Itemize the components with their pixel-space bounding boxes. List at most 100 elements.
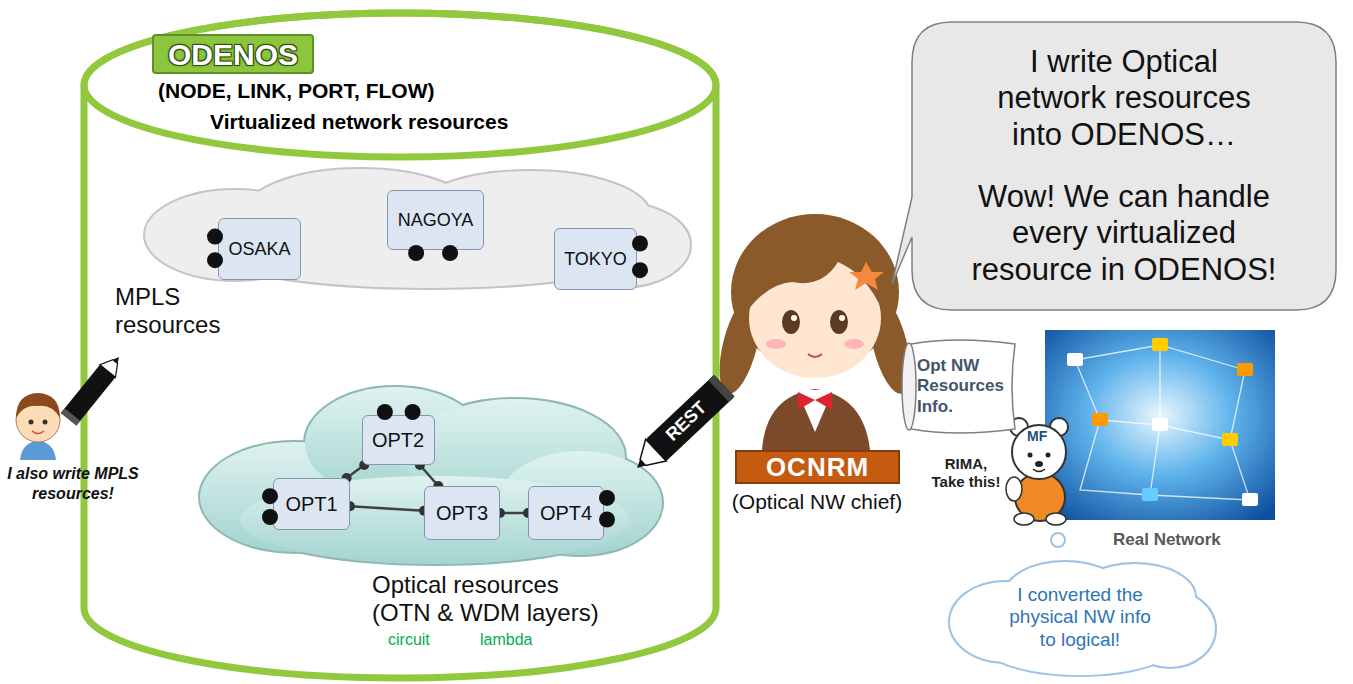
bear-foot bbox=[1046, 513, 1066, 525]
city-node: OSAKA bbox=[218, 218, 301, 280]
picture-caption: Real Network bbox=[1113, 530, 1221, 550]
bear-eye bbox=[1028, 453, 1033, 458]
bear-mouth bbox=[1033, 469, 1045, 472]
port-dot bbox=[207, 229, 223, 245]
girl-eye-shine bbox=[791, 315, 797, 321]
port-dot bbox=[207, 252, 223, 268]
cylinder-body bbox=[84, 13, 716, 678]
cloud-fill bbox=[240, 476, 630, 564]
bear-nose bbox=[1035, 461, 1043, 467]
rest-pencil bbox=[627, 375, 735, 479]
node-label: Optical resources (OTN & WDM layers) bbox=[372, 571, 612, 627]
link-line bbox=[350, 506, 424, 510]
port-dot bbox=[599, 490, 615, 506]
girl-mouth bbox=[808, 354, 822, 357]
boy-shirt bbox=[20, 441, 56, 460]
port-dot bbox=[632, 236, 648, 252]
network-links bbox=[1075, 345, 1250, 500]
pencil-body bbox=[646, 375, 735, 461]
port-dot bbox=[632, 262, 648, 278]
thought-dot bbox=[1051, 533, 1065, 547]
port-dot bbox=[405, 404, 421, 420]
speech-note: RIMA, Take this! bbox=[928, 455, 1004, 491]
network-icon bbox=[1152, 338, 1168, 351]
girl-blush bbox=[766, 339, 786, 349]
node-label: OPT2 bbox=[372, 429, 424, 452]
node-label: OCNRM bbox=[766, 452, 869, 483]
bubble-body bbox=[892, 22, 1336, 310]
node-label: Virtualized network resources bbox=[210, 109, 508, 134]
node-label: ODENOS bbox=[168, 38, 298, 71]
girl-ribbon bbox=[815, 392, 832, 410]
node-label: Wow! We can handle every virtualized res… bbox=[952, 179, 1297, 288]
pencil-wood bbox=[100, 355, 123, 377]
database-cylinder: (NODE, LINK, PORT, FLOW) Virtualized netw… bbox=[80, 8, 720, 682]
girl-shirt bbox=[797, 390, 833, 432]
port-dot bbox=[408, 245, 424, 261]
pencil-end bbox=[708, 375, 734, 402]
network-icon bbox=[1152, 418, 1168, 431]
girl-eye bbox=[782, 310, 800, 334]
scroll-roll bbox=[902, 343, 916, 430]
network-icon bbox=[1237, 363, 1253, 376]
boy-hair bbox=[16, 393, 60, 418]
pencil-lead bbox=[113, 355, 121, 363]
network-icon bbox=[1067, 353, 1083, 366]
node-label: Opt NW Resources Info. bbox=[917, 356, 1012, 416]
bear-foot bbox=[1014, 513, 1034, 525]
network-icon bbox=[1092, 413, 1108, 426]
node-label: I write Optical network resources into O… bbox=[984, 44, 1264, 153]
port-dot bbox=[442, 245, 458, 261]
node-label: OPT3 bbox=[436, 502, 488, 525]
girl-blush bbox=[844, 339, 864, 349]
optical-cloud: Optical resources (OTN & WDM layers) OPT2… bbox=[195, 385, 665, 640]
girl-blazer bbox=[762, 389, 870, 450]
network-icon bbox=[1222, 433, 1238, 446]
node-label: MPLS resources bbox=[115, 283, 225, 339]
city-node: TOKYO bbox=[554, 228, 637, 290]
odenos-badge: ODENOS bbox=[152, 34, 314, 74]
node-label: (NODE, LINK, PORT, FLOW) bbox=[158, 78, 434, 103]
network-icon bbox=[1242, 493, 1258, 506]
document-scroll: Opt NW Resources Info. bbox=[893, 338, 1020, 435]
girl-eye bbox=[830, 310, 848, 334]
port-dot bbox=[262, 488, 278, 504]
node-label: OPT1 bbox=[285, 493, 337, 516]
port-dot bbox=[262, 509, 278, 525]
role-caption: (Optical NW chief) bbox=[732, 490, 902, 514]
network-picture bbox=[1045, 330, 1275, 520]
node-label: OPT4 bbox=[540, 502, 592, 525]
pencil-wood bbox=[633, 439, 667, 473]
girl-eye-shine bbox=[839, 315, 845, 321]
node-label: TOKYO bbox=[564, 249, 627, 270]
mascot-mark: MF bbox=[1027, 428, 1047, 444]
pencil-end bbox=[61, 408, 80, 425]
pencil bbox=[61, 351, 127, 426]
cylinder-top bbox=[84, 13, 716, 157]
bear-arm bbox=[1006, 477, 1022, 501]
girl-bangs bbox=[748, 230, 882, 310]
mpls-cloud: MPLS resources OSAKA NAGOYA TOKYO bbox=[110, 165, 695, 343]
optical-node: OPT2 bbox=[362, 415, 435, 465]
girl-ribbon bbox=[798, 392, 815, 410]
network-icon bbox=[1142, 488, 1158, 501]
bear-head bbox=[1012, 425, 1066, 479]
city-node: NAGOYA bbox=[387, 190, 484, 250]
role-badge: OCNRM bbox=[735, 450, 900, 484]
port-dot bbox=[377, 404, 393, 420]
boy-eye bbox=[43, 420, 48, 425]
boy-eye bbox=[29, 420, 34, 425]
port-dot bbox=[599, 511, 615, 527]
cloud-edge bbox=[240, 476, 630, 564]
node-label: OSAKA bbox=[228, 239, 290, 260]
node-label: I converted the physical NW info to logi… bbox=[1000, 584, 1160, 651]
optical-node: OPT4 bbox=[528, 486, 604, 540]
node-label: NAGOYA bbox=[398, 210, 474, 231]
bear-eye bbox=[1046, 453, 1051, 458]
girl-hair-clip bbox=[849, 262, 884, 290]
boy-mouth bbox=[32, 431, 44, 434]
speech-bubble: I write Optical network resources into O… bbox=[912, 22, 1336, 310]
thought-cloud: I converted the physical NW info to logi… bbox=[945, 557, 1215, 678]
pencil-body bbox=[61, 365, 116, 426]
